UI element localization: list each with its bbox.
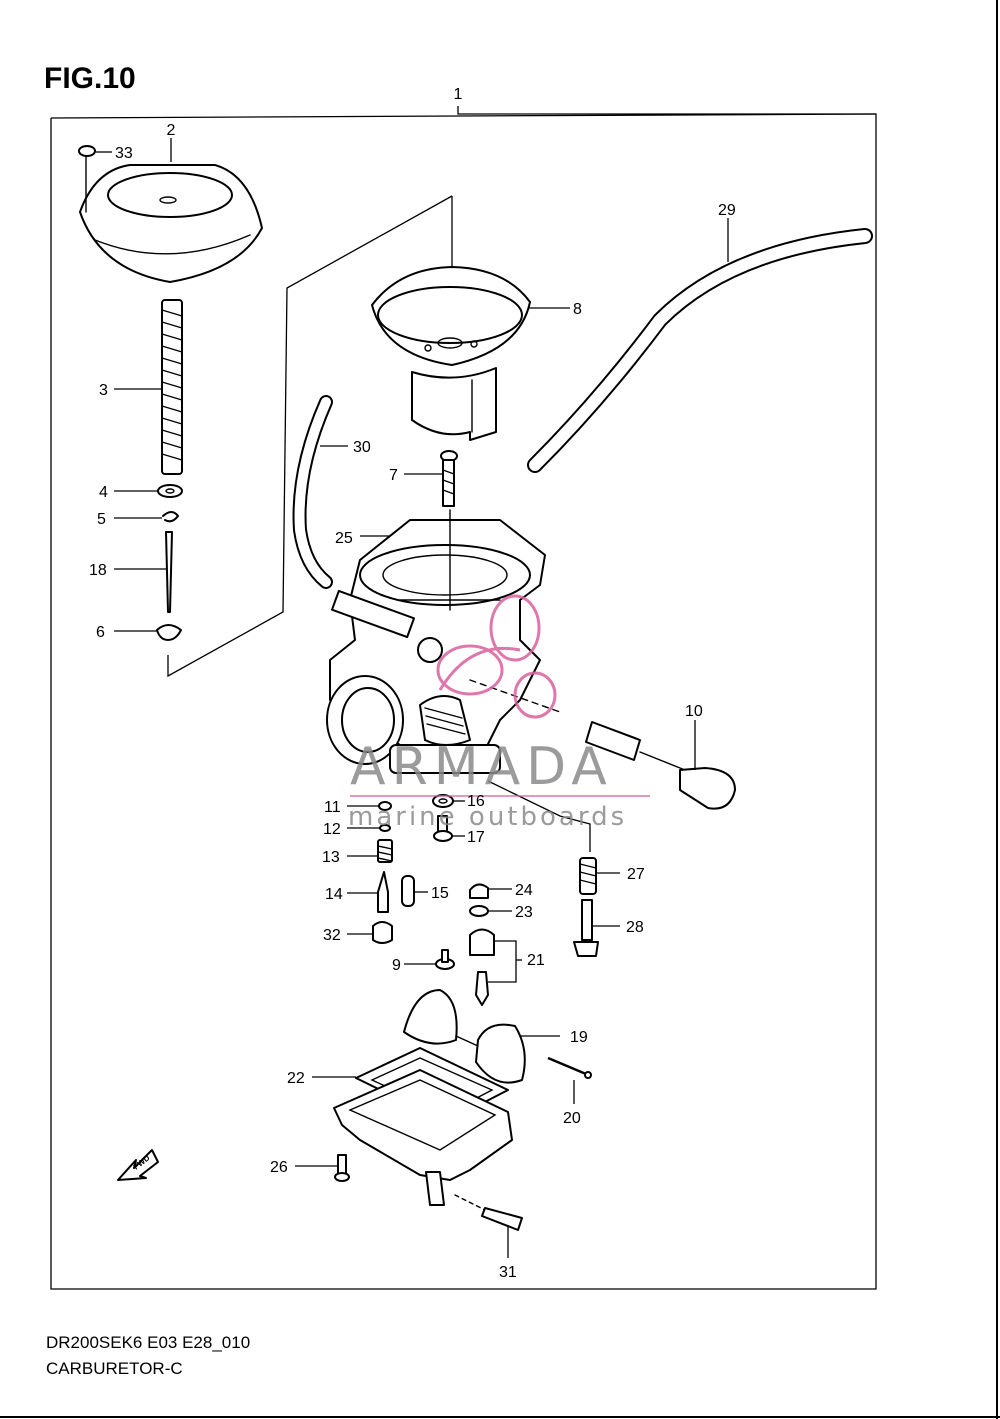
screw-26 [334, 1154, 350, 1182]
watermark-logo-icon [436, 594, 557, 719]
assembly-frame [50, 106, 877, 1290]
forward-arrow-icon: FWD [117, 1149, 159, 1181]
screw-28 [573, 899, 599, 957]
cap-32 [372, 921, 393, 944]
callout-2: 2 [167, 122, 176, 139]
callout-27: 27 [627, 866, 645, 883]
callout-9: 9 [392, 957, 401, 974]
callout-22: 22 [287, 1070, 305, 1087]
callout-8: 8 [573, 301, 582, 318]
watermark: ARMADA marine outboards [348, 594, 650, 832]
callout-17: 17 [467, 829, 485, 846]
callout-1: 1 [454, 86, 463, 103]
spring-27 [579, 857, 597, 895]
part-name: CARBURETOR-C [46, 1359, 183, 1378]
model-code: DR200SEK6 E03 E28_010 [46, 1333, 251, 1352]
callout-25: 25 [335, 530, 353, 547]
callout-30: 30 [353, 439, 371, 456]
screw-9 [435, 949, 455, 970]
top-cap [79, 164, 263, 283]
clip-5 [162, 511, 179, 523]
spring-13 [377, 839, 393, 863]
callout-21: 21 [527, 952, 545, 969]
float-bowl [333, 1069, 513, 1206]
piston-valve-8 [371, 266, 531, 441]
hose-30 [292, 395, 333, 589]
jet-15 [401, 875, 415, 907]
choke-cable-10 [469, 679, 736, 810]
callout-7: 7 [389, 467, 398, 484]
assembly-bracket [167, 195, 453, 678]
callout-24: 24 [515, 882, 533, 899]
callout-11: 11 [324, 799, 341, 816]
callout-31: 31 [499, 1264, 517, 1281]
callout-5: 5 [97, 511, 106, 528]
callout-23: 23 [515, 904, 533, 921]
float-valve-21 [469, 928, 495, 1006]
callout-15: 15 [431, 885, 449, 902]
callout-13: 13 [322, 849, 340, 866]
jet-needle-18 [165, 531, 173, 613]
drain-screw-31 [454, 1194, 523, 1231]
bolt-17 [433, 815, 453, 842]
float-19 [403, 989, 526, 1084]
figure-title: FIG.10 [44, 62, 136, 95]
callout-26: 26 [270, 1159, 288, 1176]
callout-4: 4 [99, 484, 108, 501]
watermark-tagline: marine outboards [348, 802, 627, 832]
callout-33: 33 [115, 145, 133, 162]
callout-3: 3 [99, 382, 108, 399]
leader-27-28-bracket [487, 780, 591, 852]
spring-3 [161, 299, 183, 475]
hose-29 [527, 228, 873, 473]
callout-32: 32 [323, 927, 341, 944]
callout-14: 14 [325, 886, 343, 903]
callout-6: 6 [96, 624, 105, 641]
callout-18: 18 [89, 562, 107, 579]
washer-4 [157, 484, 183, 498]
screw-7 [440, 450, 458, 507]
pin-20 [547, 1056, 592, 1079]
leader-21 [488, 940, 517, 983]
callout-10: 10 [685, 703, 703, 720]
screw-33 [78, 145, 96, 213]
callout-28: 28 [626, 919, 644, 936]
callout-29: 29 [718, 202, 736, 219]
callout-19: 19 [570, 1029, 588, 1046]
callout-16: 16 [467, 793, 485, 810]
oring-23 [469, 905, 489, 917]
callout-labels: 1 2 3 4 5 6 7 8 9 10 11 12 13 14 15 16 1… [89, 86, 736, 1281]
seat-6 [156, 624, 182, 641]
carburetor-body [326, 509, 546, 774]
callout-12: 12 [323, 821, 341, 838]
cap-24 [469, 883, 489, 899]
callout-20: 20 [563, 1110, 581, 1127]
watermark-brand: ARMADA [350, 737, 613, 797]
pilot-screw-14 [377, 871, 389, 913]
